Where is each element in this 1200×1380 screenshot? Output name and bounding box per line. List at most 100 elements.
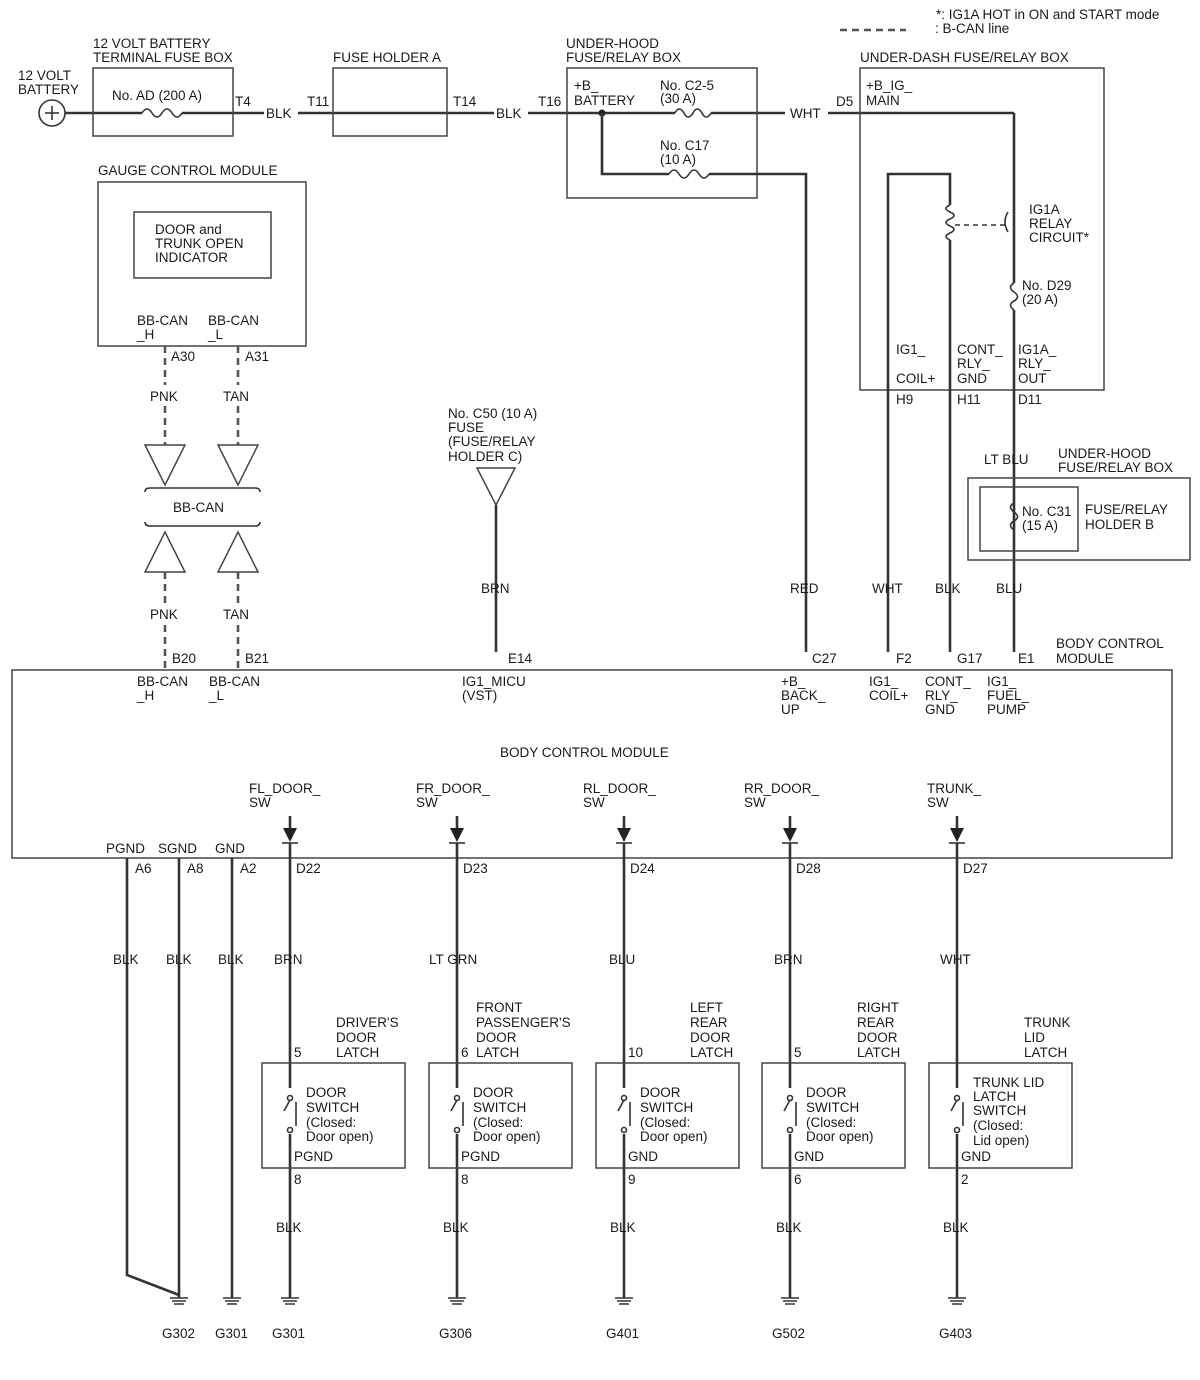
diagram-label: SW <box>744 795 766 810</box>
diagram-label: RL_DOOR_ <box>583 781 656 796</box>
diagram-label: DRIVER'S <box>336 1015 399 1030</box>
diagram-label: +B_IG_ <box>866 78 913 93</box>
terminal-fuse-box <box>92 67 234 137</box>
diagram-label: F2 <box>896 651 912 666</box>
diagram-label: FUSE/RELAY <box>1085 502 1168 517</box>
diagram-label: GND <box>961 1149 991 1164</box>
diagram-label: RR_DOOR_ <box>744 781 820 796</box>
fuse-holder-a-title: FUSE HOLDER A <box>333 50 441 65</box>
diagram-label: H9 <box>896 392 913 407</box>
diagram-label: D11 <box>1018 392 1042 407</box>
diagram-label: (30 A) <box>660 91 696 106</box>
diagram-label: RELAY <box>1029 216 1072 231</box>
diagram-label: INDICATOR <box>155 250 228 265</box>
diagram-label: G401 <box>606 1326 639 1341</box>
ground-g302: G302 <box>162 1326 195 1341</box>
diagram-label: BLK <box>276 1220 302 1235</box>
fuse-c31-label: No. C31 <box>1022 504 1072 519</box>
diagram-label: PASSENGER'S <box>476 1015 571 1030</box>
diagram-label: LATCH <box>1024 1045 1067 1060</box>
diagram-label: DOOR <box>857 1030 898 1045</box>
diagram-label: A8 <box>187 861 204 876</box>
diagram-label: TAN <box>223 389 249 404</box>
diagram-label: IG1_ <box>987 674 1017 689</box>
diagram-label: A2 <box>240 861 257 876</box>
diagram-label: 8 <box>461 1172 469 1187</box>
fuse-c17-label: No. C17 <box>660 138 710 153</box>
diagram-label: LT GRN <box>429 952 477 967</box>
diagram-label: FUEL_ <box>987 688 1030 703</box>
fuse-c50-label: No. C50 (10 A) <box>448 406 537 421</box>
diagram-label: BLK <box>218 952 244 967</box>
diagram-label: (Closed: <box>806 1115 856 1130</box>
diagram-label: (20 A) <box>1022 292 1058 307</box>
diagram-label: PNK <box>150 389 178 404</box>
diagram-label: 6 <box>461 1045 469 1060</box>
diagram-label: BLK <box>776 1220 802 1235</box>
diagram-label: +B_ <box>574 78 599 93</box>
diagram-label: DOOR <box>306 1085 347 1100</box>
fuse-ad-symbol <box>141 108 183 118</box>
diagram-label: TAN <box>223 607 249 622</box>
diagram-label: WHT <box>790 106 821 121</box>
diagram-label: IG1_MICU <box>462 674 526 689</box>
diagram-label: TRUNK LID <box>973 1075 1045 1090</box>
diagram-label: RED <box>790 581 819 596</box>
diagram-label: BLU <box>996 581 1022 596</box>
diagram-label: GND <box>628 1149 658 1164</box>
diagram-label: (Closed: <box>306 1115 356 1130</box>
diagram-label: BRN <box>774 952 803 967</box>
diagram-label: D22 <box>296 861 321 876</box>
diagram-label: DOOR <box>640 1085 681 1100</box>
diagram-label: PUMP <box>987 702 1026 717</box>
diagram-label: OUT <box>1018 371 1047 386</box>
ground-symbol <box>170 1297 188 1305</box>
fuse-relay-holder-b <box>979 486 1079 552</box>
diagram-label: FUSE/RELAY BOX <box>566 50 681 65</box>
door-trunk-open-indicator <box>133 211 272 279</box>
diagram-label: COIL+ <box>869 688 909 703</box>
diagram-label: BLK <box>166 952 192 967</box>
diagram-label: T11 <box>307 94 329 109</box>
diagram-label: BLK <box>496 106 522 121</box>
diagram-label: BATTERY <box>18 82 79 97</box>
diagram-label: BLK <box>113 952 139 967</box>
diagram-label: CONT_ <box>957 342 1003 357</box>
diagram-label: GND <box>794 1149 824 1164</box>
diagram-label: SWITCH <box>306 1100 359 1115</box>
diagram-label: C27 <box>812 651 837 666</box>
diagram-label: BLK <box>935 581 961 596</box>
diagram-label: H11 <box>957 392 981 407</box>
diagram-label: REAR <box>690 1015 728 1030</box>
fuse-ad-label: No. AD (200 A) <box>112 88 202 103</box>
diagram-label: _H <box>136 327 154 342</box>
diagram-label: LID <box>1024 1030 1045 1045</box>
diagram-label: (VST) <box>462 688 497 703</box>
diagram-label: Door open) <box>806 1129 874 1144</box>
diagram-label: RLY_ <box>925 688 958 703</box>
diagram-label: GND <box>215 841 245 856</box>
fuse-c2-5-symbol <box>674 108 712 118</box>
diagram-label: SWITCH <box>973 1103 1026 1118</box>
diagram-label: (FUSE/RELAY <box>448 434 536 449</box>
diagram-label: G502 <box>772 1326 805 1341</box>
diagram-label: T14 <box>453 94 477 109</box>
diagram-label: LEFT <box>690 1000 723 1015</box>
bcm-title: BODY CONTROL <box>1056 636 1164 651</box>
diagram-label: G17 <box>957 651 983 666</box>
diagram-label: TRUNK OPEN <box>155 236 244 251</box>
ground-g301: G301 <box>215 1326 248 1341</box>
diagram-label: SWITCH <box>806 1100 859 1115</box>
diagram-label: BB-CAN <box>137 674 188 689</box>
diagram-label: E1 <box>1018 651 1035 666</box>
fuse-c2-5-label: No. C2-5 <box>660 78 714 93</box>
diagram-label: TRUNK_ <box>927 781 981 796</box>
underhood-fuse-box <box>566 67 758 199</box>
diagram-label: WHT <box>940 952 971 967</box>
diagram-label: G306 <box>439 1326 472 1341</box>
underhood-box-holder-b <box>967 477 1191 561</box>
diagram-label: _L <box>208 688 225 703</box>
